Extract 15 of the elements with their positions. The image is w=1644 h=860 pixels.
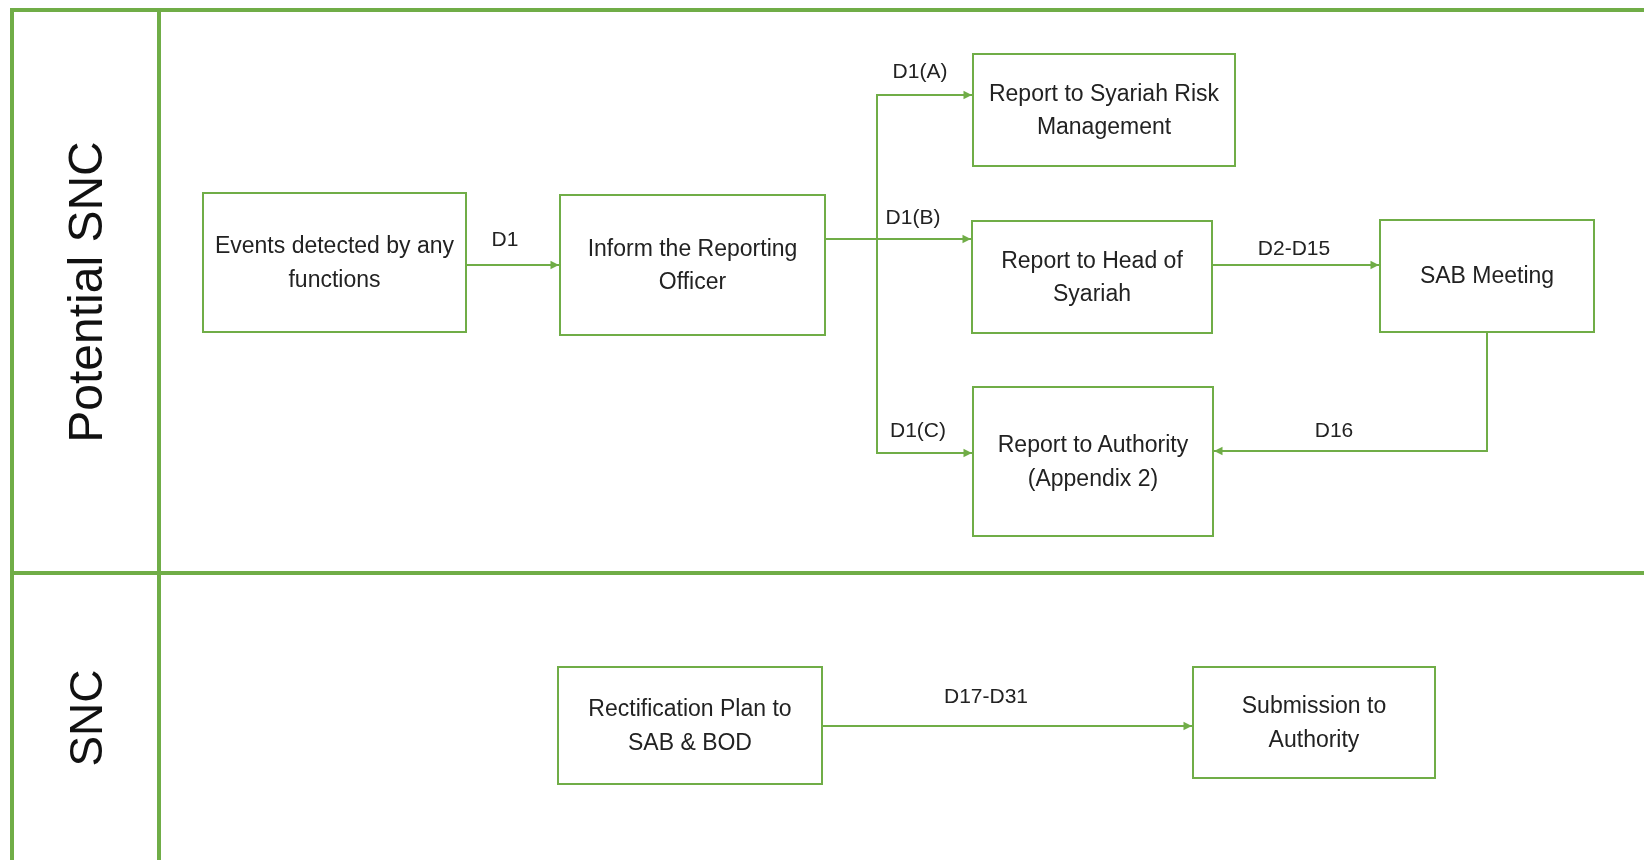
- process-box: Events detected by any functions: [202, 192, 467, 333]
- lane-title: SNC: [62, 668, 109, 767]
- process-box: Report to Syariah Risk Management: [972, 53, 1236, 167]
- lane-title: Potential SNC: [61, 140, 110, 443]
- arrow: [822, 721, 1193, 731]
- process-box: Report to Head of Syariah: [971, 220, 1213, 334]
- process-box: Submission to Authority: [1192, 666, 1436, 779]
- arrow: [466, 260, 560, 270]
- process-box: SAB Meeting: [1379, 219, 1595, 333]
- arrow: [1213, 332, 1488, 456]
- process-box: Rectification Plan to SAB & BOD: [557, 666, 823, 785]
- arrow: [1212, 260, 1380, 270]
- process-box: Inform the Reporting Officer: [559, 194, 826, 336]
- process-box: Report to Authority (Appendix 2): [972, 386, 1214, 537]
- arrow: [825, 238, 973, 458]
